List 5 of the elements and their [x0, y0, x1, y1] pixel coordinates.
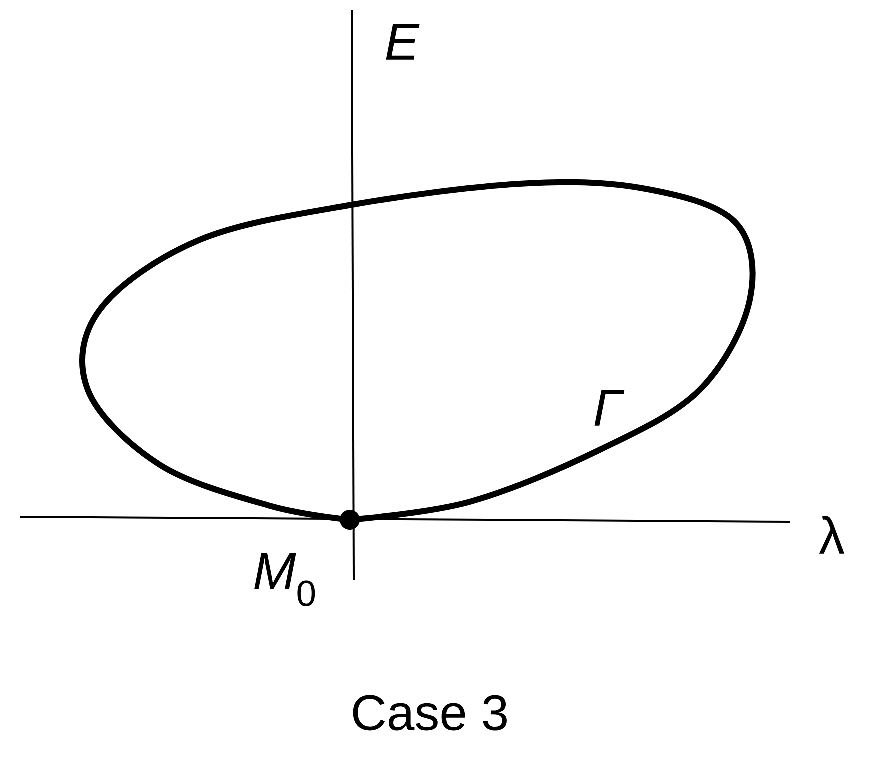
- axis-label: E: [386, 24, 420, 60]
- axis-label: λ: [819, 516, 845, 554]
- point-label: M$_{0}$: [254, 554, 316, 606]
- curve-label: Γ: [594, 390, 625, 426]
- caption: Case 3: [353, 695, 507, 731]
